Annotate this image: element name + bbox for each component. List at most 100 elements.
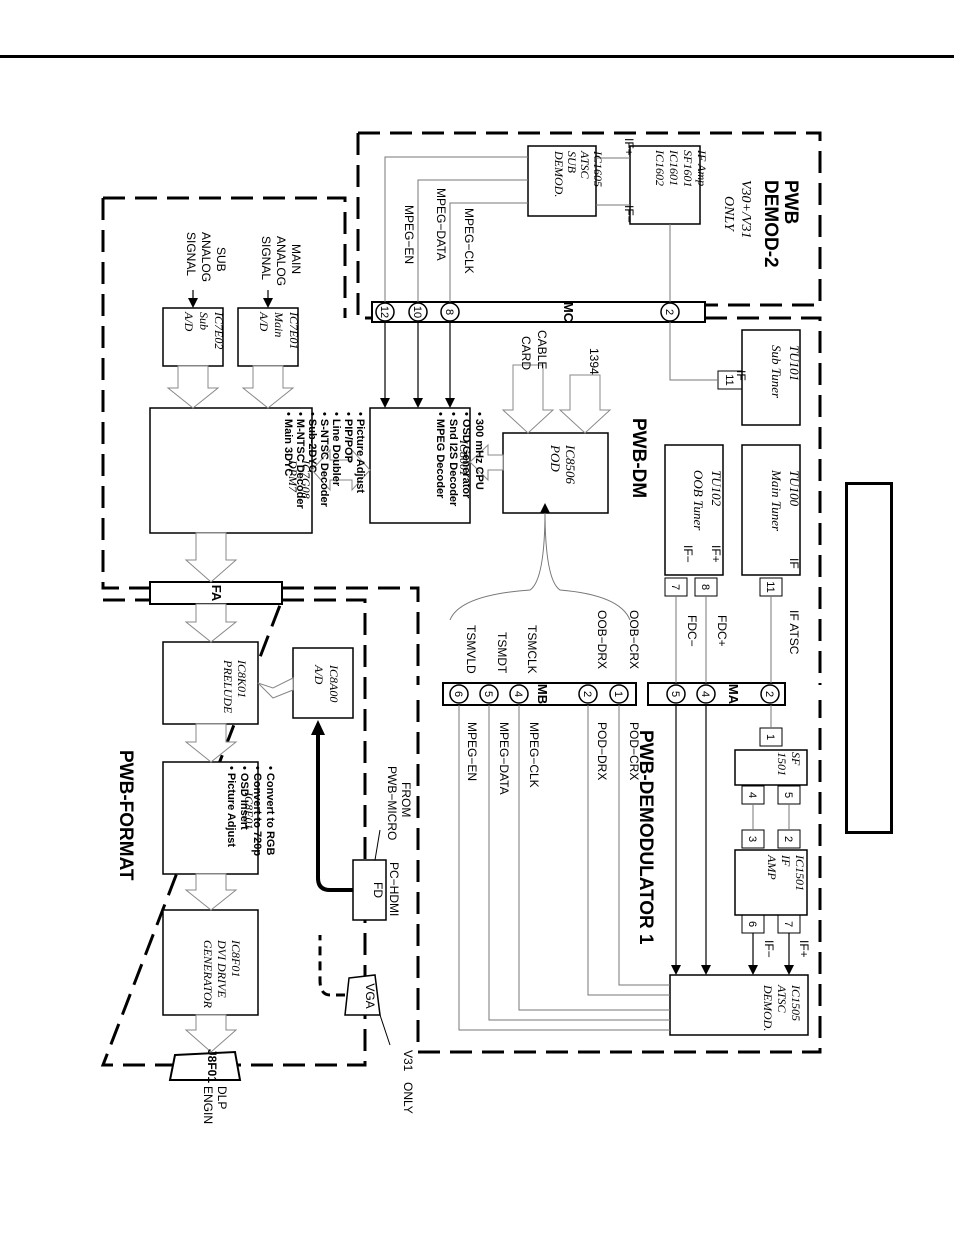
svg-text:ONLY: ONLY — [721, 196, 736, 233]
svg-text:IC1505ATSCDEMOD.: IC1505ATSCDEMOD. — [761, 984, 803, 1031]
pin-mb-5 — [479, 684, 499, 704]
block-if-amp — [629, 145, 701, 225]
label-mpeg-clk: MPEG−CLK — [462, 208, 476, 274]
line-mb-to-ic1505-3 — [518, 705, 670, 1011]
svg-text:ENGIN: ENGIN — [201, 1086, 215, 1124]
label-mpeg-data2: MPEG−DATA — [497, 722, 511, 795]
svg-text:IC8E01: IC8E01 — [242, 791, 256, 829]
tu100-line: TU100 — [787, 470, 802, 507]
vga-label: VGA — [363, 983, 377, 1008]
block-ic7e01 — [237, 307, 299, 367]
block-tu102 — [664, 444, 724, 576]
bus-arrow-g08-fa — [184, 532, 238, 583]
pin-label: 10 — [411, 306, 423, 318]
line-mb-to-ic1505-1 — [618, 705, 670, 986]
ic1505-line: IC1505 — [789, 984, 803, 1021]
svg-text:IC1605ATSCSUBDEMOD.: IC1605ATSCSUBDEMOD. — [552, 150, 605, 197]
svg-text:IC8506POD: IC8506POD — [548, 444, 578, 485]
demodulator1-section-border — [416, 700, 822, 1054]
connector-mb-label: MB — [535, 684, 550, 704]
svg-text:PWB−MICRO: PWB−MICRO — [385, 766, 399, 840]
ic8e01-item: • Picture Adjust — [225, 766, 237, 847]
sf1501-line: SF — [789, 752, 803, 766]
format-title: PWB-FORMAT — [115, 750, 136, 881]
line-pc-hdmi — [316, 728, 353, 892]
label-tu101-if: IF — [734, 370, 748, 381]
label-pc-hdmi: PC−HDMI — [387, 862, 401, 916]
line-pod-brace — [449, 509, 631, 621]
pin-label: 7 — [669, 584, 681, 590]
svg-text:ONLY: ONLY — [401, 1082, 415, 1114]
line-tu101-mc2 — [669, 322, 718, 381]
label-oob-crx: OOB−CRX — [627, 610, 641, 669]
bus-arrow-8001-8506 — [469, 443, 504, 482]
ic7e01-line: IC7E01 — [287, 311, 301, 349]
pin-label: 2 — [663, 309, 675, 315]
bus-arrow-e01-f01 — [184, 873, 238, 911]
pin-label: 6 — [452, 691, 464, 697]
block-ic7e02 — [162, 307, 224, 367]
pin-label: 2 — [581, 691, 593, 697]
bus-arrow-k01-e01 — [184, 723, 238, 763]
fd-label: FD — [371, 882, 385, 898]
svg-text:IC8K01PRELUDE: IC8K01PRELUDE — [221, 659, 249, 714]
svg-text:• MPEG Decoder• Snd I2S Decode: • MPEG Decoder• Snd I2S Decoder• OSD Gen… — [434, 412, 485, 507]
pin-mc-10 — [408, 302, 428, 322]
connector-ma-label: MA — [726, 684, 741, 705]
pin-label: 8 — [443, 309, 455, 315]
demod2-subtitle: V30+/V31 — [738, 180, 753, 238]
bus-arrow-f01-j8 — [184, 1014, 238, 1053]
demod2-title: PWB — [780, 180, 801, 224]
pin-label: 5 — [669, 691, 681, 697]
pin-label: 1 — [612, 691, 624, 697]
label-card: CARD — [519, 336, 533, 370]
demodulator1-title: PWB-DEMODULATOR 1 — [635, 730, 656, 945]
block-ic1605 — [527, 145, 597, 217]
ic8f01-line: IC8F01 — [229, 939, 243, 977]
block-ic7g08 — [149, 407, 313, 534]
connector-mc-label: MC — [561, 302, 576, 323]
label-mpeg-en2: MPEG−EN — [465, 722, 479, 781]
line-mb-to-ic1505-2 — [587, 705, 670, 996]
label-if-plus: IF+ — [622, 138, 636, 156]
label-mpeg-clk2: MPEG−CLK — [527, 722, 541, 788]
bus-arrow-e02-g08 — [166, 365, 220, 409]
ifamp-line: IF Amp — [695, 149, 709, 186]
label-1501-ifminus: IF− — [762, 940, 776, 958]
label-from: FROM — [399, 782, 413, 817]
pin-ma-4 — [696, 684, 716, 704]
bus-arrow-g08-8001 — [311, 448, 371, 492]
block-sf1501 — [734, 749, 808, 786]
label-tsmdt: TSMDT — [495, 632, 509, 674]
svg-text:SF1501: SF1501 — [775, 752, 803, 776]
pin-ma-2 — [760, 684, 780, 704]
svg-text:IC7G08DPM7: IC7G08DPM7 — [286, 459, 313, 499]
line-ic1605-mpeg-en — [384, 156, 528, 302]
svg-text:ANALOG: ANALOG — [274, 236, 288, 286]
ic8506-line: IC8506 — [563, 444, 578, 485]
pin-label: 4 — [699, 691, 711, 697]
pin-label: 2 — [782, 836, 794, 842]
dvi-connector-j8f01 — [168, 1050, 242, 1081]
svg-text:PWB: PWB — [780, 180, 801, 224]
line-mb-to-ic1505-5 — [458, 705, 670, 1031]
label-sub-analog: SUB — [214, 247, 228, 272]
ic8a00-line: IC8A00 — [327, 664, 341, 702]
block-ic8e01 — [162, 761, 259, 875]
label-tu100-if: IF — [787, 558, 801, 569]
svg-text:IC7E01MainA/D: IC7E01MainA/D — [257, 311, 301, 349]
label-cable: CABLE — [535, 330, 549, 369]
pin-label: 2 — [763, 691, 775, 697]
svg-text:• Main 3DYC• M-NTSC Decoder• S: • Main 3DYC• M-NTSC Decoder• Sub-2DYC• S… — [282, 412, 366, 509]
pin-mc-2 — [660, 302, 680, 322]
block-ic8506 — [502, 432, 609, 514]
ic7e02-line: IC7E02 — [212, 311, 226, 349]
svg-text:IF AmpSF1601IC1601IC1602: IF AmpSF1601IC1601IC1602 — [653, 149, 709, 187]
pin-ma-5 — [666, 684, 686, 704]
block-fd — [352, 859, 387, 921]
arrow-pc-hdmi — [311, 720, 325, 735]
svg-text:IC8F01DVI DRIVEGENERATOR: IC8F01DVI DRIVEGENERATOR — [201, 939, 243, 1009]
line-ic1605-mpeg-clk — [449, 202, 528, 302]
line-ic1605-mpeg-data — [417, 179, 528, 302]
